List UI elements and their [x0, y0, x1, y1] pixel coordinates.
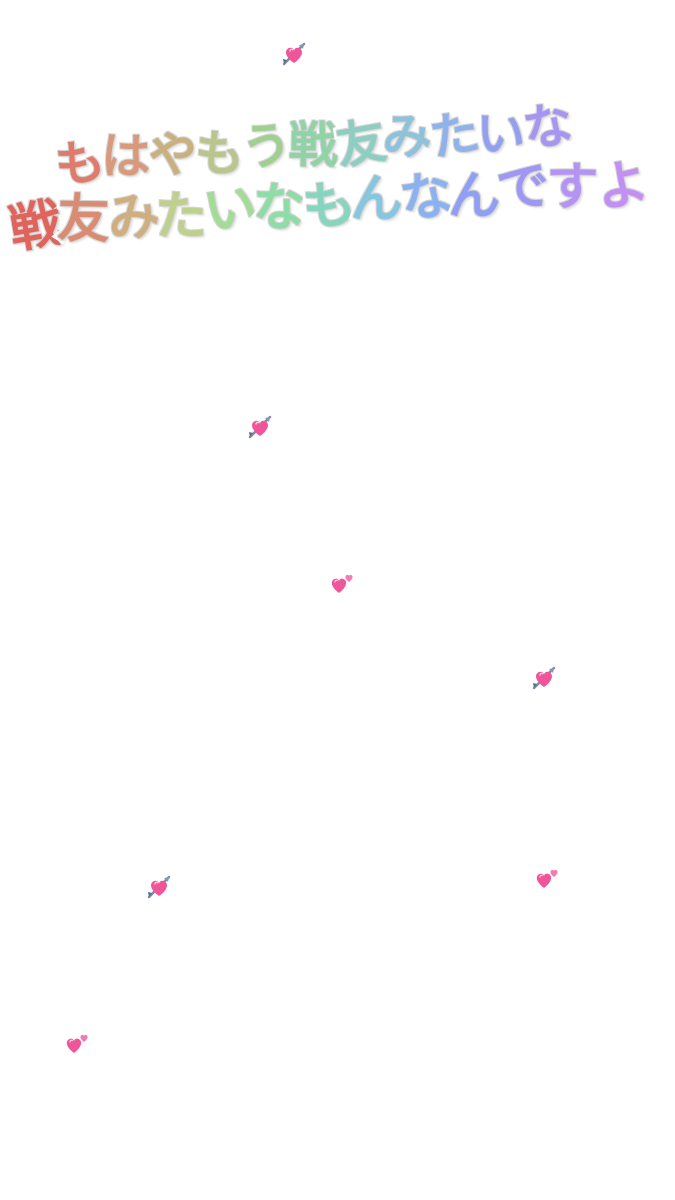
title-char: た — [151, 183, 208, 251]
title-char: ん — [444, 163, 501, 231]
title-char: な — [249, 174, 306, 242]
heart-arrow-icon-4 — [147, 875, 171, 899]
two-hearts-icon-2 — [536, 869, 558, 888]
title-char: す — [542, 154, 599, 222]
two-hearts-icon-1 — [331, 574, 353, 593]
title-char: な — [392, 160, 458, 235]
title-char: み — [99, 181, 165, 256]
heart-arrow-icon-3 — [532, 666, 556, 690]
two-hearts-icon-3 — [66, 1034, 88, 1053]
title-char: も — [295, 169, 361, 244]
title-char: い — [196, 172, 262, 247]
title-char: よ — [588, 149, 654, 224]
title-char: ん — [347, 165, 404, 233]
title-char: 戦 — [2, 190, 68, 265]
title-char: 友 — [53, 186, 110, 254]
heart-arrow-icon-2 — [248, 415, 272, 439]
title-char: で — [490, 152, 556, 227]
heart-arrow-icon-1 — [282, 42, 306, 66]
